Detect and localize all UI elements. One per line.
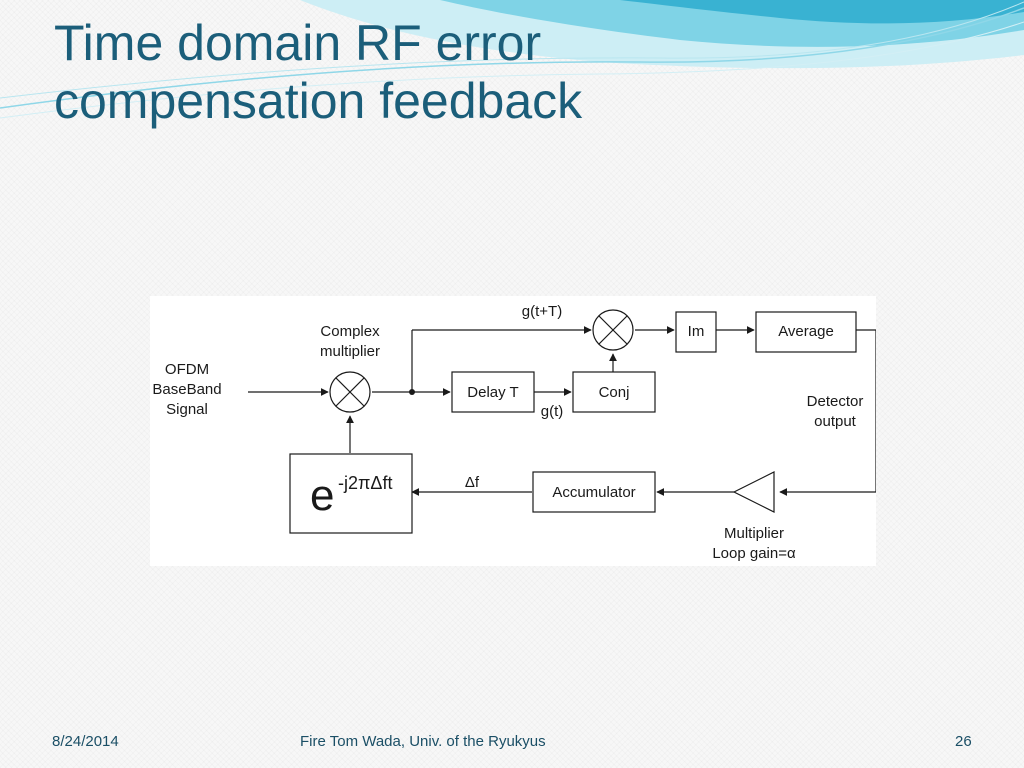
im-block (675, 311, 717, 353)
conj-block (572, 371, 656, 413)
loop-gain-triangle (732, 471, 775, 513)
block-diagram: OFDM BaseBand Signal Complex multiplier … (150, 296, 876, 566)
frequency-offset-label: Δf (465, 474, 480, 491)
slide-title-line-2: compensation feedback (54, 73, 583, 129)
junction-dot (409, 389, 415, 395)
delay-block-label: Delay T (467, 384, 518, 401)
detector-output-label-line-2: output (814, 413, 857, 430)
detector-output-label-line-1: Detector (807, 393, 864, 410)
complex-multiplier-label-line-2: multiplier (320, 343, 380, 360)
average-block (755, 311, 857, 353)
block-diagram-svg: OFDM BaseBand Signal Complex multiplier … (152, 303, 876, 562)
conj-block-label: Conj (599, 384, 630, 401)
input-label-line-3: Signal (166, 401, 208, 418)
input-label-line-2: BaseBand (152, 381, 221, 398)
delayed-signal-label: g(t+T) (522, 303, 562, 320)
delay-block (451, 371, 535, 413)
multiplier-label-line-1: Multiplier (724, 525, 784, 542)
slide-title-line-1: Time domain RF error (54, 15, 542, 71)
correlation-multiplier-symbol (592, 309, 634, 351)
footer-author: Fire Tom Wada, Univ. of the Ryukyus (300, 733, 546, 750)
slide-title: Time domain RF error compensation feedba… (54, 14, 582, 130)
exponential-power: -j2πΔft (338, 473, 392, 493)
accumulator-block (532, 471, 656, 513)
multiplier-label-line-2: Loop gain=α (712, 545, 796, 562)
slide-number: 26 (955, 733, 972, 750)
accumulator-block-label: Accumulator (552, 484, 635, 501)
input-label-line-1: OFDM (165, 361, 209, 378)
footer-date: 8/24/2014 (52, 733, 119, 750)
average-block-label: Average (778, 323, 834, 340)
exponential-base: e (310, 471, 334, 520)
complex-multiplier-symbol (329, 371, 371, 413)
complex-multiplier-label-line-1: Complex (320, 323, 380, 340)
signal-label: g(t) (541, 403, 564, 420)
wire-average-to-gain (779, 329, 876, 496)
header-wave-decoration (0, 0, 1024, 119)
im-block-label: Im (688, 323, 705, 340)
exponential-block (289, 453, 413, 534)
